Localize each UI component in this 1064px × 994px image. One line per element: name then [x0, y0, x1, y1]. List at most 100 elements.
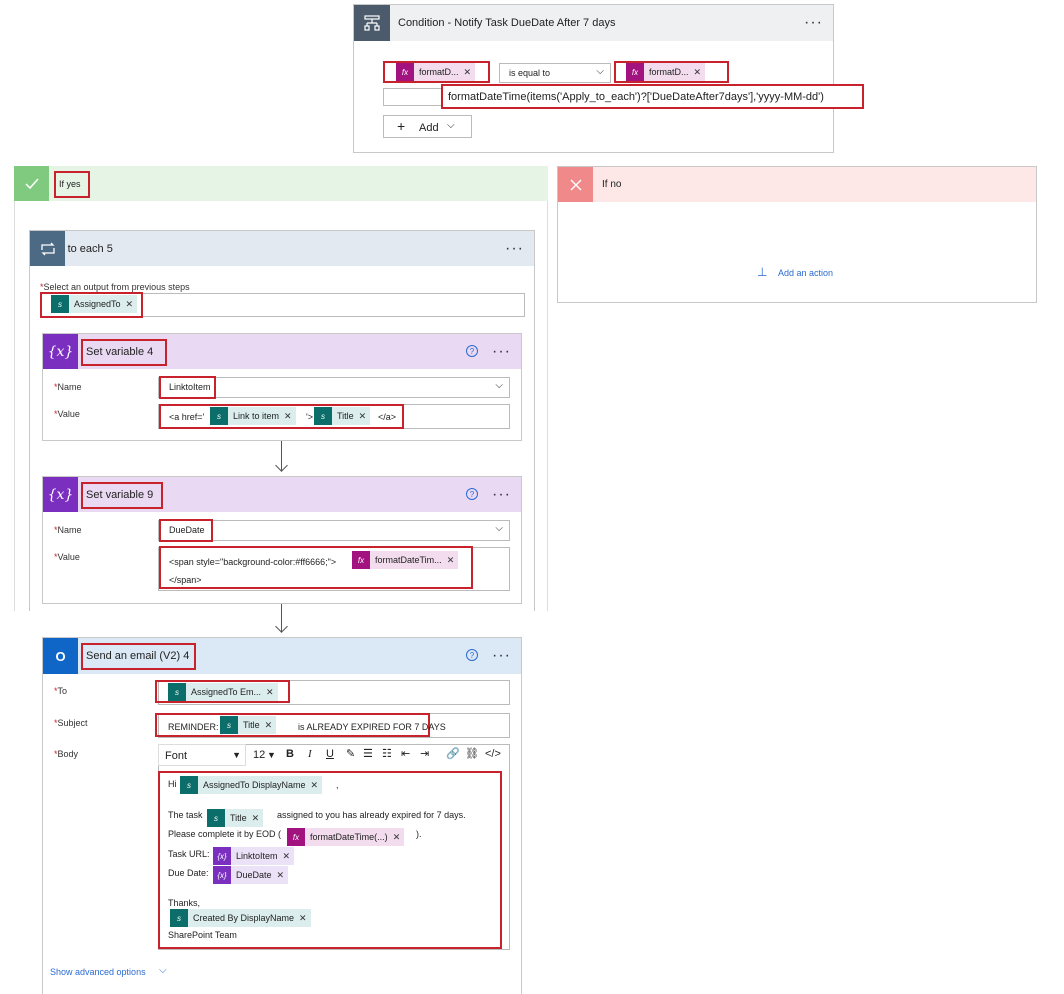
sharepoint-icon: s [170, 909, 188, 927]
chevron-down-icon[interactable]: ⌵ [159, 965, 167, 976]
expression-text: formatDateTime(items('Apply_to_each')?['… [448, 91, 824, 103]
decrease-indent-icon[interactable]: ⇤ [401, 748, 411, 760]
remove-icon[interactable]: ✕ [693, 66, 702, 77]
assigned-displayname-token[interactable]: s AssignedTo DisplayName ✕ [180, 776, 323, 794]
help-icon[interactable]: ? [466, 345, 478, 357]
add-action-link[interactable]: Add an action [778, 268, 834, 278]
set-variable-9-header[interactable]: {x} Set variable 9 ? ··· [43, 477, 521, 512]
remove-icon[interactable]: ✕ [392, 831, 401, 842]
body-title-token[interactable]: s Title ✕ [207, 809, 264, 827]
code-view-icon[interactable]: </> [485, 748, 501, 760]
remove-icon[interactable]: ✕ [125, 298, 134, 309]
unlink-icon[interactable]: ⛓ [465, 748, 479, 760]
send-email-header[interactable]: O Send an email (V2) 4 ? ··· [43, 638, 521, 674]
bold-icon[interactable]: B [286, 748, 294, 760]
body-link-label: LinktoItem [236, 851, 278, 861]
help-icon[interactable]: ? [466, 488, 478, 500]
remove-icon[interactable]: ✕ [284, 410, 292, 421]
remove-icon[interactable]: ✕ [358, 410, 367, 421]
expression-tooltip: formatDateTime(items('Apply_to_each')?['… [441, 84, 864, 109]
sharepoint-icon: s [180, 776, 198, 794]
right-operand-token[interactable]: fx formatD... ✕ [626, 63, 706, 81]
if-yes-header[interactable]: If yes [14, 166, 548, 201]
remove-icon[interactable]: ✕ [463, 66, 472, 77]
add-button[interactable]: + Add ⌵ [383, 115, 472, 138]
name-select[interactable]: ⌵ [158, 520, 510, 541]
name-select[interactable]: ⌵ [158, 377, 510, 398]
more-options-icon[interactable]: ··· [492, 485, 511, 503]
font-select[interactable]: Font ▼ [158, 744, 246, 766]
add-label: Add [419, 122, 439, 134]
add-action-icon: ⊥ [757, 265, 768, 279]
name-highlight [159, 519, 213, 542]
formatdatetime-token[interactable]: fx formatDateTim... ✕ [352, 551, 459, 569]
caret-down-icon: ▼ [267, 750, 276, 760]
sharepoint-icon: s [314, 407, 332, 425]
italic-icon[interactable]: I [308, 748, 312, 760]
remove-icon[interactable]: ✕ [276, 869, 285, 880]
set-variable-9-card[interactable]: {x} Set variable 9 ? ··· *Name ⌵ DueDate… [42, 476, 522, 604]
apply-to-each-header[interactable]: Apply to each 5 ··· [30, 231, 534, 266]
condition-card[interactable]: Condition - Notify Task DueDate After 7 … [353, 4, 864, 153]
fx-icon: fx [352, 551, 370, 569]
body-due-token[interactable]: {x} DueDate ✕ [213, 866, 289, 884]
if-no-header[interactable]: If no [558, 167, 1036, 202]
remove-icon[interactable]: ✕ [251, 812, 260, 823]
title-token[interactable]: s Title ✕ [314, 407, 371, 425]
fx-icon: fx [626, 63, 644, 81]
assignedto-email-token[interactable]: s AssignedTo Em... ✕ [168, 683, 278, 701]
set-variable-4-header[interactable]: {x} Set variable 4 ? ··· [43, 334, 521, 369]
operator-select[interactable]: is equal to ⌵ [499, 63, 611, 83]
body-link-token[interactable]: {x} LinktoItem ✕ [213, 847, 295, 865]
value-label: *Value [54, 409, 80, 419]
bullet-list-icon[interactable]: ☰ [363, 748, 373, 760]
subject-prefix: REMINDER: [168, 722, 219, 732]
numbered-list-icon[interactable]: ☷ [382, 748, 392, 760]
remove-icon[interactable]: ✕ [282, 850, 291, 861]
body-complete-prefix: Please complete it by EOD ( [168, 829, 282, 839]
body-created-token[interactable]: s Created By DisplayName ✕ [170, 909, 311, 927]
remove-icon[interactable]: ✕ [299, 912, 307, 923]
set-variable-9-title-highlight [81, 482, 163, 509]
assignedto-token[interactable]: s AssignedTo ✕ [51, 295, 138, 313]
more-options-icon[interactable]: ··· [804, 14, 823, 31]
link-icon[interactable]: 🔗 [446, 748, 460, 760]
send-email-card[interactable]: O Send an email (V2) 4 ? ··· *To s Assig… [42, 637, 522, 994]
remove-icon[interactable]: ✕ [264, 719, 273, 730]
plus-icon: + [397, 118, 406, 134]
more-options-icon[interactable]: ··· [492, 342, 511, 360]
body-task-suffix: assigned to you has already expired for … [277, 810, 466, 820]
font-size-select[interactable]: 12 ▼ [251, 746, 279, 764]
more-options-icon[interactable]: ··· [505, 239, 524, 257]
font-label: Font [165, 750, 188, 762]
condition-icon [354, 5, 390, 41]
remove-icon[interactable]: ✕ [266, 686, 274, 697]
increase-indent-icon[interactable]: ⇥ [420, 748, 430, 760]
chevron-down-icon: ⌵ [495, 523, 503, 534]
name-highlight [159, 376, 216, 399]
chevron-down-icon: ⌵ [596, 66, 604, 77]
more-options-icon[interactable]: ··· [492, 647, 511, 664]
to-highlight [155, 680, 290, 703]
value-mid: '> [306, 412, 313, 422]
formatdatetime-label: formatDateTim... [375, 555, 442, 565]
body-team: SharePoint Team [168, 930, 237, 940]
condition-header[interactable]: Condition - Notify Task DueDate After 7 … [354, 5, 833, 41]
remove-icon[interactable]: ✕ [446, 554, 455, 565]
link-to-item-token[interactable]: s Link to item ✕ [210, 407, 296, 425]
subject-title-label: Title [243, 720, 260, 730]
remove-icon[interactable]: ✕ [310, 779, 319, 790]
underline-icon[interactable]: U [326, 748, 334, 760]
set-variable-4-card[interactable]: {x} Set variable 4 ? ··· *Name ⌵ LinktoI… [42, 333, 522, 441]
body-due-label: Due Date: [168, 868, 209, 878]
condition-extra-field[interactable] [383, 88, 443, 106]
highlight-pen-icon[interactable]: ✎ [346, 748, 356, 760]
show-advanced-link[interactable]: Show advanced options [50, 967, 146, 977]
left-operand-token[interactable]: fx formatD... ✕ [396, 63, 476, 81]
body-fmt-token[interactable]: fx formatDateTime(...) ✕ [287, 828, 405, 846]
sharepoint-icon: s [207, 809, 225, 827]
subject-title-token[interactable]: s Title ✕ [220, 716, 277, 734]
help-icon[interactable]: ? [466, 649, 478, 661]
condition-title: Condition - Notify Task DueDate After 7 … [398, 17, 616, 29]
body-title-label: Title [230, 813, 247, 823]
